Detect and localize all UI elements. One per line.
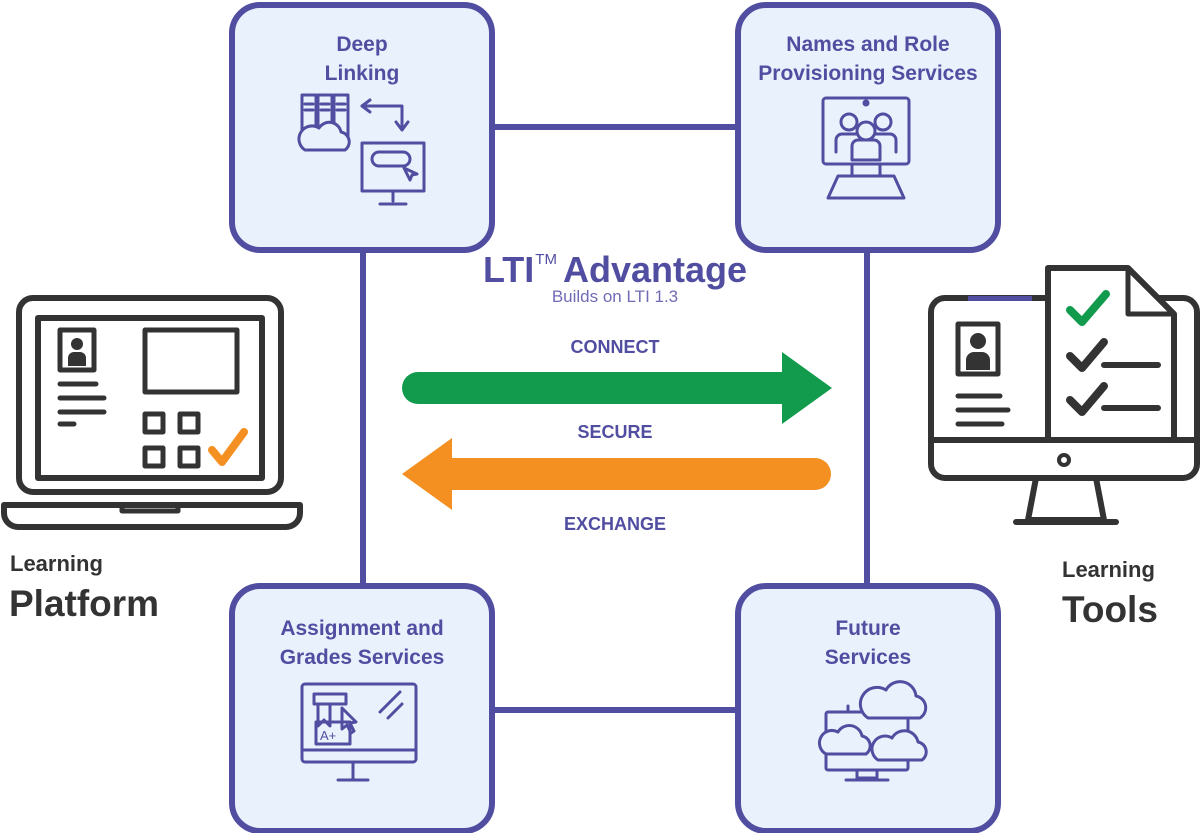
connect-arrow xyxy=(402,352,832,424)
trademark-mark: TM xyxy=(535,251,557,268)
group-monitor-icon xyxy=(821,96,911,200)
assignment-grades-title: Assignment and Grades Services xyxy=(279,617,445,669)
platform-label-small: Learning xyxy=(10,551,103,576)
title-advantage: Advantage xyxy=(562,249,748,290)
desktop-checklist-icon xyxy=(928,265,1200,525)
lti-subtitle: Builds on LTI 1.3 xyxy=(551,287,679,306)
laptop-avatar-icon xyxy=(68,338,86,366)
desktop-check-icon-1 xyxy=(1066,338,1108,372)
connect-label: CONNECT xyxy=(570,337,660,357)
laptop-checkmark-icon xyxy=(208,428,248,466)
svg-text:A+: A+ xyxy=(320,728,336,743)
assignment-grades-box xyxy=(229,583,495,833)
lti-advantage-title: LTITM Advantage xyxy=(440,238,790,292)
title-lti: LTI xyxy=(482,249,535,290)
deep-linking-title: Deep Linking xyxy=(324,33,400,85)
exchange-label: EXCHANGE xyxy=(563,514,666,534)
names-roles-title: Names and Role Provisioning Services xyxy=(758,33,978,85)
desktop-avatar-icon xyxy=(966,333,990,370)
future-services-title: Future Services xyxy=(824,617,912,669)
desktop-green-check-icon xyxy=(1066,290,1110,326)
server-cloud-monitor-icon xyxy=(297,93,426,206)
laptop-icon xyxy=(1,295,303,530)
desktop-check-icon-2 xyxy=(1066,382,1108,416)
deep-linking-box xyxy=(229,2,495,253)
exchange-arrow xyxy=(402,438,831,510)
tools-label-big: Tools xyxy=(1062,589,1158,630)
desktop-highlight-bar xyxy=(968,296,1032,301)
platform-label-big: Platform xyxy=(9,583,160,624)
graded-assignment-monitor-icon: A+ xyxy=(300,682,418,782)
cloud-network-monitor-icon xyxy=(817,680,928,782)
secure-label: SECURE xyxy=(577,422,653,442)
tools-label-small: Learning xyxy=(1062,557,1155,582)
